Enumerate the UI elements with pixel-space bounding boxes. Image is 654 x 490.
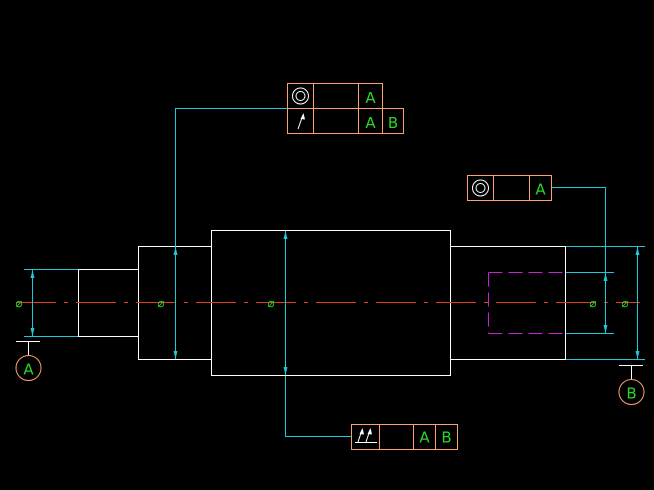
fcf-right-concentricity-datum-1: A <box>535 181 546 199</box>
diameter-labels: ⌀ ⌀ ⌀ ⌀ ⌀ <box>15 296 628 310</box>
concentricity-icon <box>292 87 309 105</box>
datum-a: A <box>15 341 42 381</box>
fcf-right-concentricity: A <box>467 175 552 201</box>
datum-a-label: A <box>23 361 34 379</box>
total-runout-icon <box>355 428 377 443</box>
fcf-top-concentricity: A <box>287 83 383 109</box>
diameter-label-bore: ⌀ <box>589 296 596 310</box>
diameter-label-left-shoulder: ⌀ <box>157 296 164 310</box>
datum-b-label: B <box>626 385 636 403</box>
fcf-top-concentricity-datum-1: A <box>365 89 376 107</box>
diameter-label-right-shoulder: ⌀ <box>621 296 628 310</box>
fcf-bottom-total-runout: A B <box>351 424 458 450</box>
diameter-label-left-end: ⌀ <box>15 296 22 310</box>
fcf-top-runout-datum-1: A <box>365 114 376 132</box>
fcf-top-runout-datum-2: B <box>388 114 398 132</box>
hidden-bore <box>488 272 565 334</box>
fcf-bottom-total-runout-datum-2: B <box>441 429 451 447</box>
circular-runout-icon <box>297 113 305 130</box>
leader-lines <box>175 108 606 437</box>
dimension-arrowheads <box>30 231 640 375</box>
datum-b: B <box>618 365 645 405</box>
fcf-top-runout: A B <box>287 108 404 134</box>
concentricity-icon <box>472 179 489 197</box>
diameter-label-main-body: ⌀ <box>267 296 274 310</box>
fcf-bottom-total-runout-datum-1: A <box>419 429 430 447</box>
